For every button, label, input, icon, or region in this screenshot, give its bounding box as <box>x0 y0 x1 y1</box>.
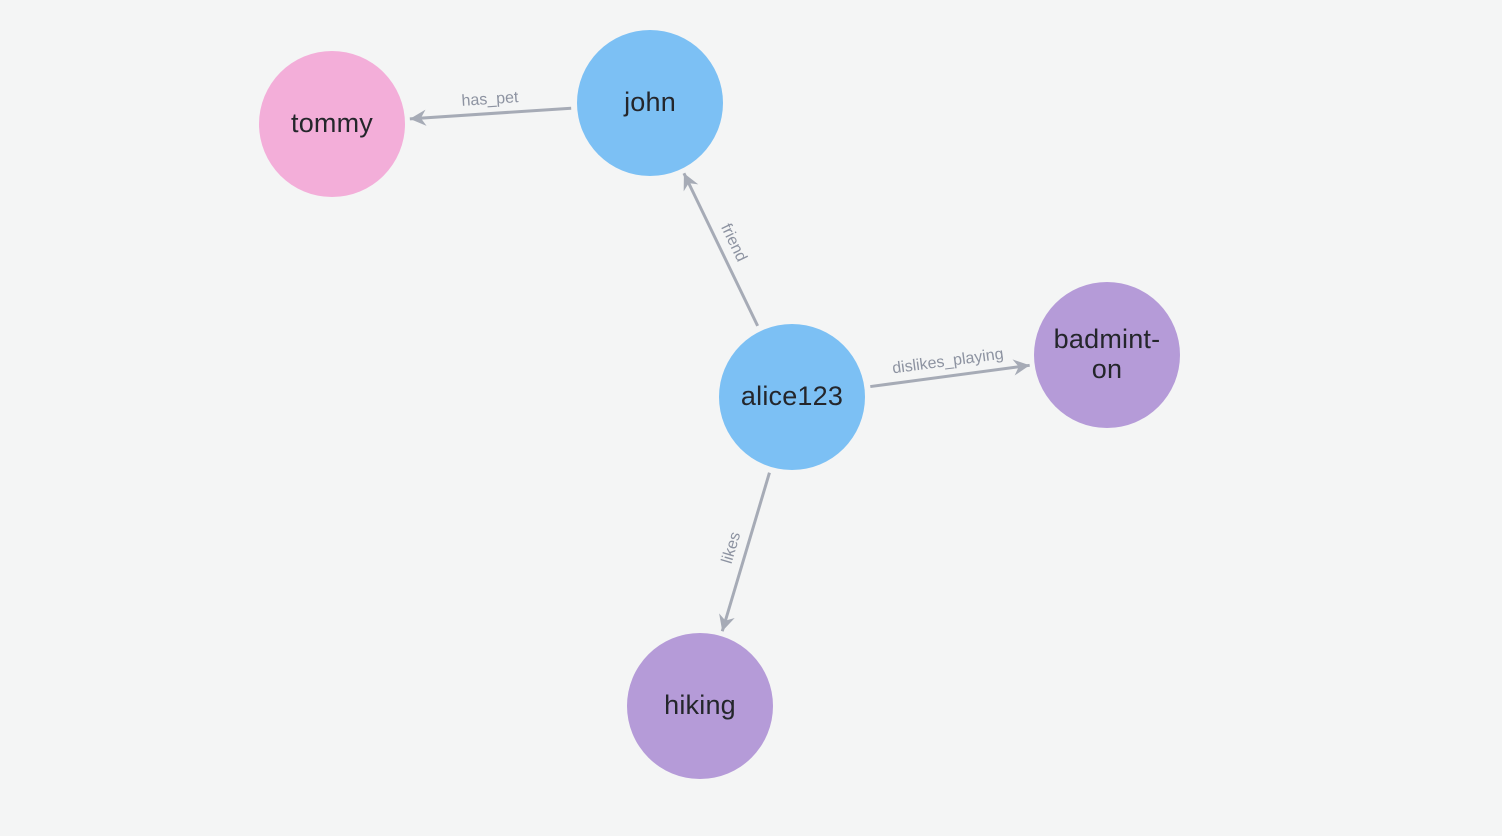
edge-friend[interactable] <box>682 172 759 327</box>
edge-likes[interactable] <box>719 472 771 632</box>
node-alice123[interactable]: alice123 <box>719 324 865 470</box>
edge-label-has_pet[interactable]: has_pet <box>460 88 519 110</box>
node-label-alice123: alice123 <box>740 381 844 412</box>
node-hiking[interactable]: hiking <box>627 633 773 779</box>
node-badminton[interactable]: badmint- on <box>1034 282 1180 428</box>
node-john[interactable]: john <box>577 30 723 176</box>
node-label-tommy: tommy <box>291 108 373 139</box>
node-label-john: john <box>624 87 676 118</box>
node-tommy[interactable]: tommy <box>259 51 405 197</box>
edge-has_pet[interactable] <box>409 106 572 126</box>
node-label-hiking: hiking <box>664 690 736 721</box>
edge-dislikes_playing[interactable] <box>870 359 1030 389</box>
node-label-badminton: badmint- on <box>1053 324 1161 384</box>
